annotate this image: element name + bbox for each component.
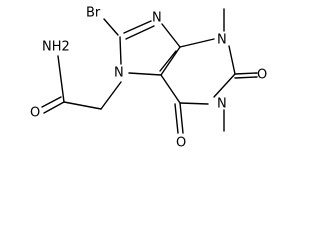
bond-c6-c5 <box>160 74 181 104</box>
bond-c2-o-double <box>234 76 258 79</box>
bond-c4-c5 <box>160 46 181 76</box>
bond-ch2-c <box>63 101 102 110</box>
bond-n7-c8 <box>119 36 122 65</box>
bond-n3-c2 <box>228 45 236 75</box>
bond-c8-n9-double <box>125 25 155 40</box>
bond-c-o-double <box>41 96 62 108</box>
bond-c2-o <box>234 72 258 75</box>
bond-c5-n7 <box>128 72 162 76</box>
structure-diagram: Br N N N N O O O NH2 <box>30 6 267 151</box>
bond-n7-ch2 <box>100 81 122 110</box>
bond-c2-n1 <box>213 73 236 98</box>
bond-n9-c4 <box>161 23 181 48</box>
atom-o-c2: O <box>257 68 267 83</box>
atom-n3: N <box>217 33 227 48</box>
bond-c4-n3 <box>179 38 215 48</box>
atom-o-c6: O <box>176 136 186 151</box>
bond-c-n <box>57 55 65 103</box>
atom-o-amide: O <box>30 106 40 121</box>
bond-c6-o <box>179 102 184 134</box>
atom-br: Br <box>86 6 101 21</box>
bond-n1-c6 <box>179 102 209 105</box>
atom-n1: N <box>217 97 227 112</box>
bond-c8-br <box>103 18 119 36</box>
bond-c4-c5-inner <box>159 50 177 72</box>
molecule-canvas: Br N N N N O O O NH2 <box>30 6 267 151</box>
bond-c8-n9 <box>123 20 152 34</box>
atom-nh2: NH2 <box>42 40 70 55</box>
bond-c6-o-double <box>174 103 179 134</box>
atom-n7: N <box>114 66 124 81</box>
bond-c-o <box>43 101 65 114</box>
atom-n9: N <box>152 11 162 26</box>
